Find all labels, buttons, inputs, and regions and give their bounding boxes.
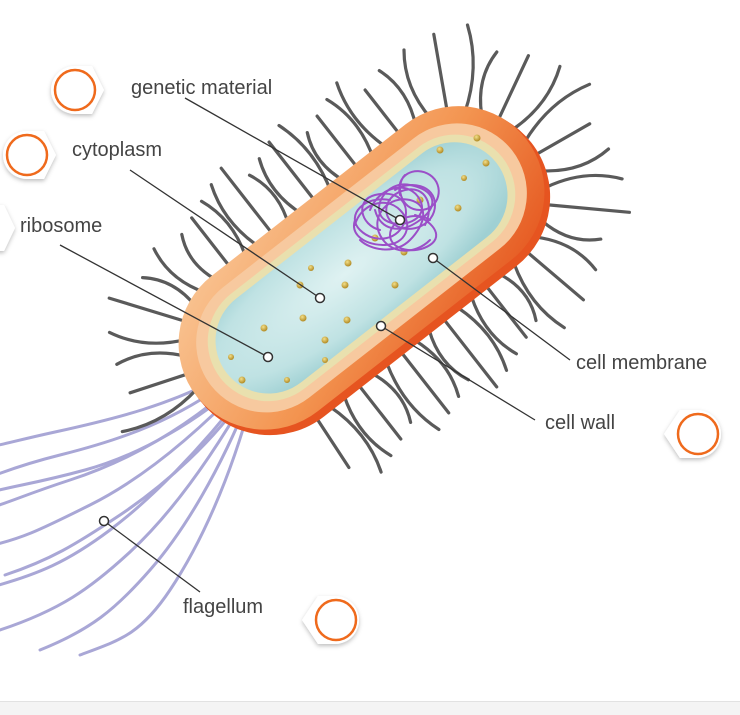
pilus xyxy=(402,48,433,121)
pilus xyxy=(544,173,624,190)
pilus xyxy=(328,405,383,474)
leader-lines xyxy=(59,97,571,593)
pilus xyxy=(107,330,188,345)
pilus xyxy=(385,360,441,432)
pilus xyxy=(469,294,518,356)
pilus xyxy=(524,249,585,302)
pilus xyxy=(399,349,451,415)
leader-cell-wall xyxy=(380,325,536,421)
pilus xyxy=(363,88,404,139)
pilus xyxy=(533,122,592,157)
pili xyxy=(107,23,631,474)
pilus xyxy=(370,372,413,424)
pilus xyxy=(277,123,333,195)
pilus xyxy=(540,219,603,242)
marker-flagellum[interactable] xyxy=(302,596,359,644)
pilus xyxy=(455,305,509,372)
bottom-toolbar-strip xyxy=(0,701,740,715)
leader-genetic-material xyxy=(184,97,401,221)
pilus xyxy=(335,81,390,150)
label-cell-membrane: cell membrane xyxy=(576,352,708,374)
pilus xyxy=(544,203,631,214)
flagella xyxy=(0,366,254,657)
pilus xyxy=(180,232,220,283)
pilus xyxy=(128,371,192,395)
leader-cell-membrane xyxy=(432,257,571,361)
pilus xyxy=(441,316,499,389)
label-flagellum: flagellum xyxy=(183,596,264,618)
marker-ribosome[interactable] xyxy=(0,205,15,251)
label-cell-wall: cell wall xyxy=(545,412,616,434)
pilus xyxy=(219,166,277,239)
leader-cytoplasm xyxy=(129,169,321,299)
label-cytoplasm: cytoplasm xyxy=(72,139,163,161)
pilus xyxy=(209,183,263,250)
marker-genetic-material[interactable] xyxy=(51,66,104,114)
leader-dots xyxy=(98,214,439,527)
pilus xyxy=(141,276,198,309)
leader-flagellum xyxy=(103,520,201,593)
pilus xyxy=(356,383,403,441)
pilus xyxy=(534,235,598,272)
label-genetic-material: genetic material xyxy=(131,77,273,99)
pilus xyxy=(523,82,592,143)
marker-cell-wall[interactable] xyxy=(664,410,721,458)
label-ribosome: ribosome xyxy=(20,215,103,237)
pilus xyxy=(496,54,530,123)
pilus xyxy=(413,338,461,398)
pilus xyxy=(107,296,192,325)
pilus xyxy=(540,147,611,173)
pilus xyxy=(377,69,418,129)
pilus xyxy=(510,64,562,132)
pilus xyxy=(463,23,475,115)
pilus xyxy=(432,32,450,116)
pilus xyxy=(484,283,528,339)
answer-markers xyxy=(0,66,721,644)
pilus xyxy=(120,387,199,434)
pilus xyxy=(314,415,351,470)
pilus xyxy=(478,50,499,117)
pilus xyxy=(512,261,566,330)
pilus xyxy=(152,247,208,295)
leader-ribosome xyxy=(59,244,269,358)
pilus xyxy=(342,394,393,458)
pilus xyxy=(115,351,188,366)
marker-cytoplasm[interactable] xyxy=(3,131,56,179)
pilus xyxy=(498,272,538,323)
